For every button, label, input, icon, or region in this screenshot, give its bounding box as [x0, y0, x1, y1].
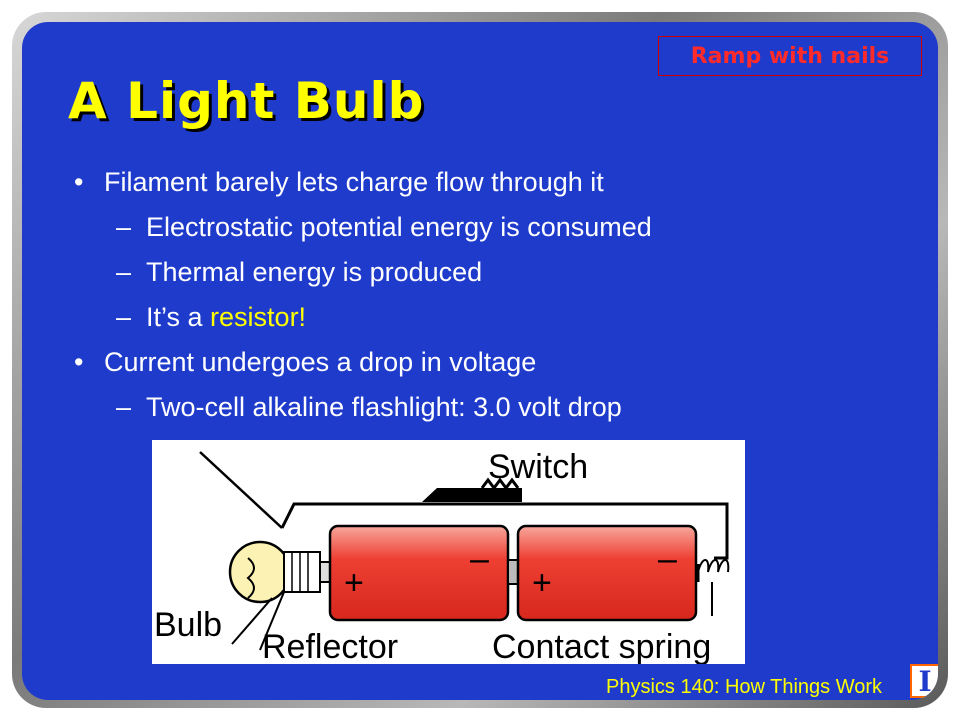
ramp-with-nails-tag: Ramp with nails	[658, 36, 922, 76]
resistor-highlight: resistor!	[210, 302, 307, 332]
battery-cell-2: + –	[516, 524, 698, 622]
bulb-label: Bulb	[154, 606, 222, 644]
flashlight-diagram: + – + – Switch Bulb Reflector Contact sp…	[152, 440, 745, 664]
flashlight-circuit-svg: + – + – Switch Bulb Reflector Contact sp…	[154, 448, 730, 664]
bullet-filament: Filament barely lets charge flow through…	[74, 160, 914, 205]
circuit-wire	[280, 502, 729, 560]
cell-terminal	[507, 559, 519, 585]
bullet-list: Filament barely lets charge flow through…	[74, 160, 914, 430]
reflector-pointer	[259, 591, 285, 651]
reflector-label: Reflector	[262, 628, 398, 664]
switch-label: Switch	[488, 448, 588, 486]
slide: Ramp with nails A Light Bulb Filament ba…	[22, 22, 938, 700]
reflector-line	[199, 451, 283, 529]
bulb-pointer	[231, 597, 273, 645]
battery-cell-1: + –	[328, 524, 510, 622]
cell-2-minus: –	[658, 540, 677, 578]
switch-ridges	[480, 477, 520, 491]
sub-bullet-electrostatic: Electrostatic potential energy is consum…	[74, 205, 914, 250]
sub-bullet-resistor: It’s a resistor!	[74, 295, 914, 340]
contact-spring-icon	[697, 559, 730, 573]
sub-bullet-flashlight: Two-cell alkaline flashlight: 3.0 volt d…	[74, 385, 914, 430]
cell-2-plus: +	[532, 564, 552, 602]
switch-slider	[422, 488, 522, 502]
course-footer: Physics 140: How Things Work	[606, 676, 883, 698]
sub-bullet-thermal: Thermal energy is produced	[74, 250, 914, 295]
cell-1-minus: –	[470, 540, 489, 578]
contact-spring-label: Contact spring	[492, 628, 711, 664]
bulb-icon	[228, 540, 331, 604]
slide-title: A Light Bulb	[68, 72, 425, 130]
resistor-prefix: It’s a	[146, 302, 211, 332]
bullet-current: Current undergoes a drop in voltage	[74, 340, 914, 385]
university-logo: I	[910, 664, 938, 698]
cell-1-plus: +	[344, 564, 364, 602]
